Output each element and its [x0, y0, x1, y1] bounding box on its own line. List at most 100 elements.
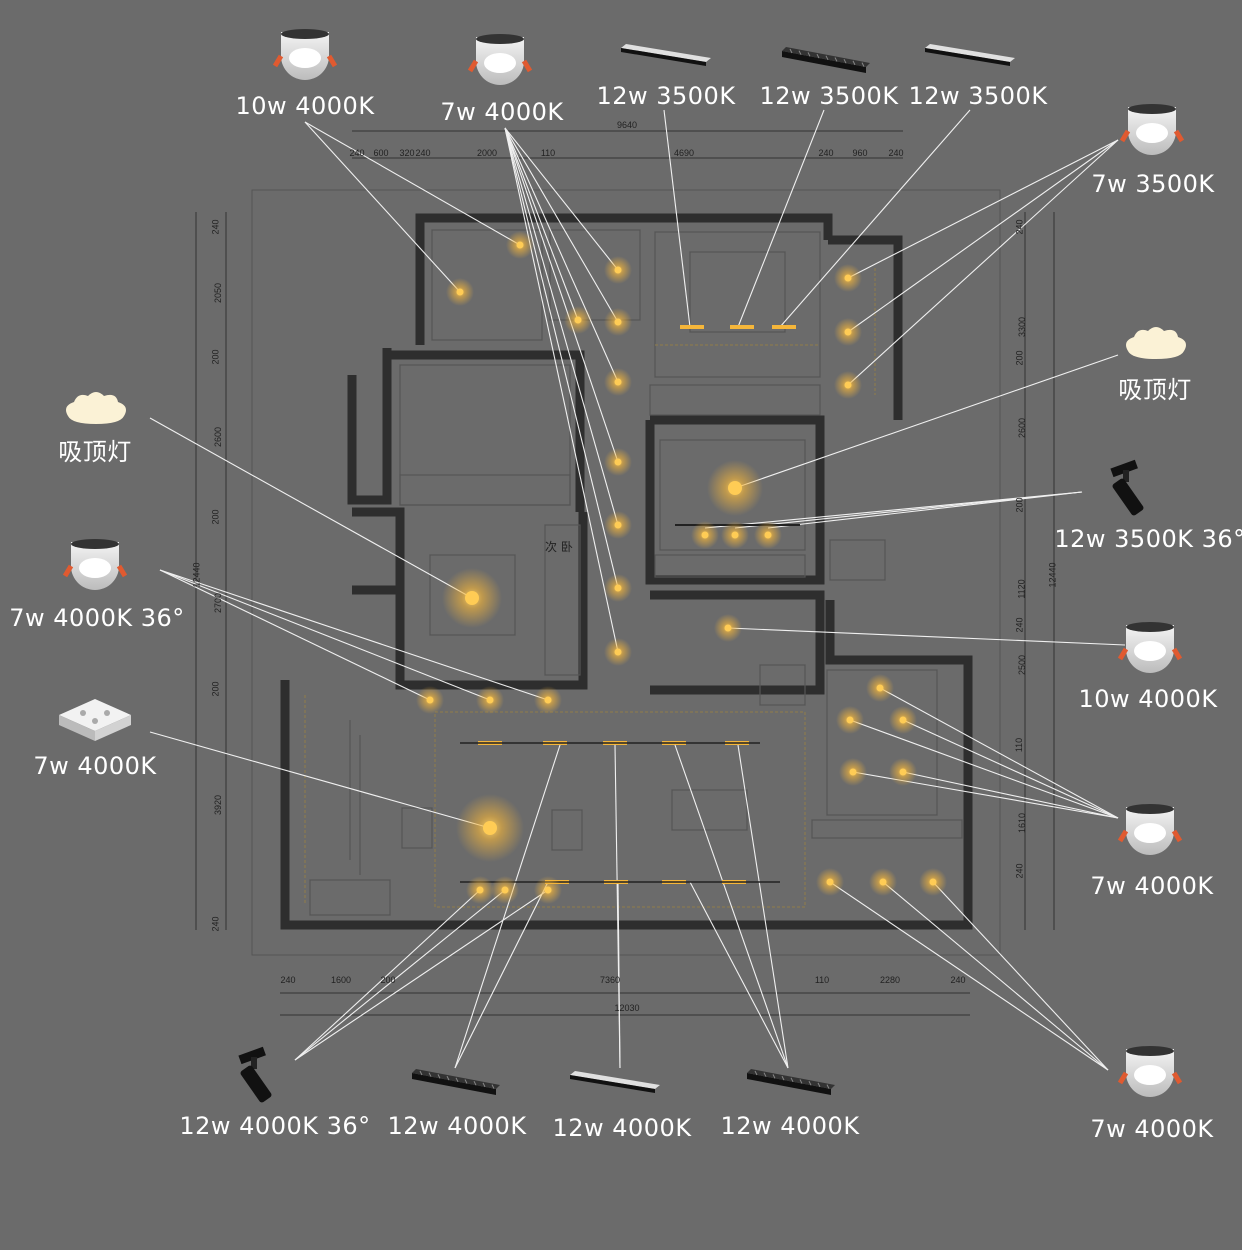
fixture-label-bottom-linear-2: 12w 4000K — [552, 1114, 692, 1142]
light-point — [899, 716, 907, 724]
dimension-label: 110 — [814, 975, 830, 985]
light-point — [899, 768, 907, 776]
leader-line — [504, 127, 579, 321]
dimension-label: 240 — [210, 219, 221, 235]
fixture-label-right-downlight-3500: 7w 3500K — [1091, 170, 1215, 198]
leader-line — [159, 569, 549, 701]
leader-line — [847, 139, 1119, 333]
leader-line — [159, 569, 431, 701]
dimension-label: 110 — [540, 148, 556, 158]
dimension-label: 3300 — [1017, 316, 1028, 338]
leader-line — [454, 744, 561, 1069]
leader-line — [159, 569, 491, 701]
dimension-label: 320 — [399, 148, 415, 158]
light-point — [731, 531, 739, 539]
leader-line — [849, 719, 1119, 819]
linear-light-bar — [730, 325, 754, 329]
light-point — [456, 288, 464, 296]
dimension-label: 12030 — [614, 1003, 640, 1013]
fixture-label-left-panel: 7w 4000K — [33, 752, 157, 780]
leader-line — [882, 881, 1109, 1071]
leader-line — [879, 687, 1119, 819]
dimension-label: 240 — [349, 148, 365, 158]
fixture-label-right-ceiling: 吸顶灯 — [1118, 376, 1192, 404]
ceiling-light — [483, 821, 497, 835]
leader-line — [734, 491, 1083, 529]
fixture-label-right-downlight-kitchen: 7w 4000K — [1090, 872, 1214, 900]
dimension-label: 2600 — [213, 426, 224, 448]
leader-line — [504, 127, 619, 653]
leader-line — [294, 889, 506, 1061]
dimension-label: 9640 — [616, 120, 638, 130]
leader-line — [674, 744, 789, 1069]
light-point — [544, 886, 552, 894]
dimension-label: 3920 — [213, 794, 224, 816]
light-point — [614, 378, 622, 386]
dimension-label: 200 — [380, 975, 396, 985]
dimension-label: 240 — [280, 975, 296, 985]
dimension-label: 2600 — [1017, 417, 1028, 439]
leader-line — [617, 881, 621, 1069]
ceiling-light — [465, 591, 479, 605]
dimension-label: 12440 — [191, 562, 202, 588]
light-point — [844, 381, 852, 389]
leader-line — [504, 127, 619, 526]
leader-line — [504, 127, 619, 589]
leader-line — [734, 354, 1119, 489]
leader-line — [504, 127, 619, 383]
interior-lines — [304, 229, 963, 916]
dimension-label: 240 — [415, 148, 431, 158]
dimension-label: 240 — [950, 975, 966, 985]
leader-line — [727, 627, 1126, 646]
fixture-label-top-downlight-10w: 10w 4000K — [235, 92, 375, 120]
dimension-label: 200 — [210, 681, 221, 697]
fixture-label-bottom-linear-1: 12w 4000K — [387, 1112, 527, 1140]
leader-line — [294, 889, 481, 1061]
light-point — [501, 886, 509, 894]
leader-line — [294, 889, 549, 1061]
fixture-label-right-downlight-10w: 10w 4000K — [1078, 685, 1218, 713]
leader-line — [454, 881, 549, 1069]
dimension-label: 200 — [210, 509, 221, 525]
leader-line — [737, 109, 825, 328]
leader-line — [304, 121, 461, 293]
dimension-label: 200 — [210, 349, 221, 365]
leader-line — [737, 744, 789, 1069]
dimension-label: 240 — [210, 916, 221, 932]
light-point — [476, 886, 484, 894]
light-point — [574, 316, 582, 324]
dimension-label: 2700 — [213, 592, 224, 614]
leader-line — [767, 491, 1083, 529]
light-point — [724, 624, 732, 632]
light-point — [844, 328, 852, 336]
leader-line — [932, 881, 1109, 1071]
leader-line — [663, 109, 691, 328]
room-label-second-bedroom: 次 卧 — [545, 540, 573, 554]
fixture-label-right-spot: 12w 3500K 36° — [1054, 525, 1242, 553]
dimension-label: 1600 — [330, 975, 352, 985]
light-point — [846, 716, 854, 724]
light-points — [416, 231, 947, 904]
linear-light-bar — [772, 325, 796, 329]
light-point — [614, 521, 622, 529]
leader-line — [149, 417, 473, 599]
light-point — [879, 878, 887, 886]
light-point — [614, 584, 622, 592]
leader-line — [504, 127, 619, 271]
light-point — [929, 878, 937, 886]
leader-line — [504, 127, 619, 463]
dimension-label: 110 — [1014, 737, 1025, 753]
leader-line — [829, 881, 1109, 1071]
fixture-label-left-ceiling: 吸顶灯 — [58, 438, 132, 466]
fixture-label-bottom-spot: 12w 4000K 36° — [179, 1112, 371, 1140]
dimension-label: 1610 — [1017, 812, 1028, 834]
fixture-label-right-downlight-balcony: 7w 4000K — [1090, 1115, 1214, 1143]
fixture-label-top-linear-1: 12w 3500K — [596, 82, 736, 110]
dimension-label: 240 — [1014, 617, 1025, 633]
light-point — [516, 241, 524, 249]
dimension-label: 2500 — [1017, 654, 1028, 676]
leader-line — [847, 139, 1119, 279]
leader-line — [689, 881, 789, 1069]
